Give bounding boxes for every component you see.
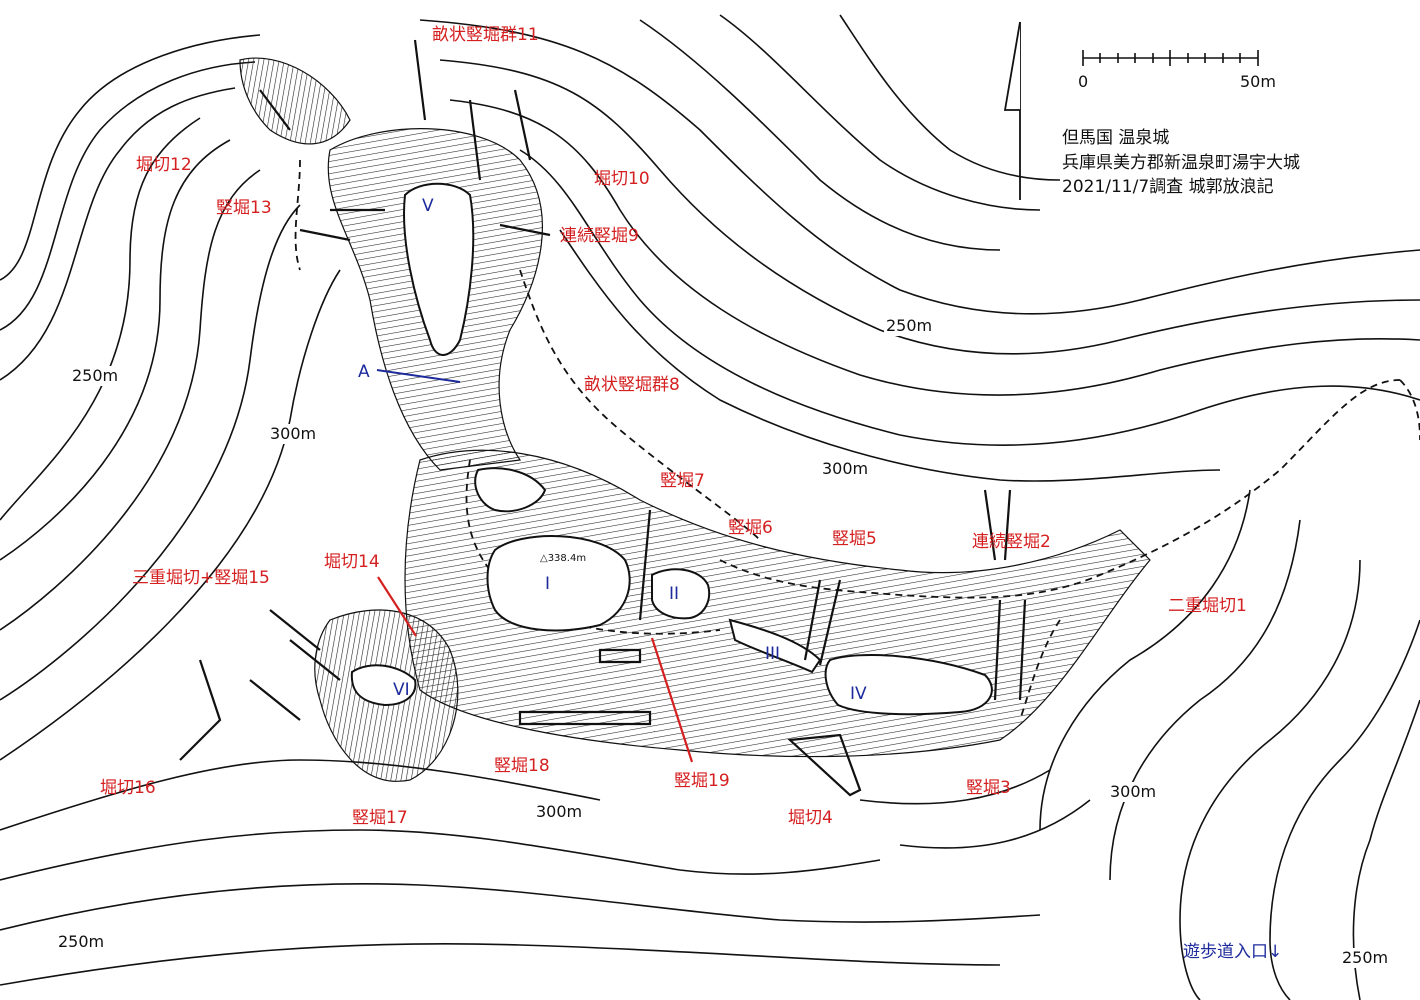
elevation-label-300-north: 300m	[820, 459, 871, 479]
peak-elevation: △338.4m	[540, 553, 587, 564]
label-f5: 竪堀5	[832, 529, 877, 549]
north-arrow-icon	[1003, 21, 1021, 200]
enclosure-iii-outline	[728, 618, 822, 674]
label-f19: 竪堀19	[674, 771, 730, 791]
enclosure-vi-outline	[350, 664, 417, 707]
label-f18: 竪堀18	[494, 756, 550, 776]
label-f6: 竪堀6	[728, 518, 773, 538]
trail-entrance-label: 遊歩道入口↓	[1183, 942, 1283, 962]
label-f3: 竪堀3	[966, 778, 1011, 798]
scale-bar	[1082, 50, 1259, 66]
info-survey: 2021/11/7調査 城郭放浪記	[1062, 177, 1274, 197]
label-f11: 畝状竪堀群11	[432, 25, 539, 45]
enclosures	[350, 182, 993, 716]
point-label-a: A	[358, 362, 370, 382]
label-f13: 竪堀13	[216, 198, 272, 218]
enclosure-label-ii: II	[669, 584, 680, 604]
label-f1: 二重堀切1	[1168, 596, 1247, 616]
leader-line-f19	[650, 637, 694, 763]
enclosure-ii-outline	[651, 568, 710, 620]
elevation-label-300-east: 300m	[1108, 782, 1159, 802]
label-f16: 堀切16	[100, 778, 156, 798]
elevation-label-250-southwest: 250m	[56, 932, 107, 952]
elevation-label-250-east: 250m	[884, 316, 935, 336]
enclosure-label-v: V	[422, 196, 434, 216]
scale-zero: 0	[1078, 72, 1089, 91]
leader-line-a	[376, 369, 461, 383]
map-info: 但馬国 温泉城 兵庫県美方郡新温泉町湯宇大城 2021/11/7調査 城郭放浪記	[1062, 126, 1300, 200]
enclosure-iv-outline	[824, 654, 993, 716]
label-f4: 堀切4	[788, 808, 833, 828]
elevation-label-300-south: 300m	[534, 802, 585, 822]
label-f7: 竪堀7	[660, 471, 705, 491]
trenches	[179, 39, 1027, 797]
leader-line-f14	[377, 576, 417, 637]
label-f9: 連続竪堀9	[560, 226, 639, 246]
scale-end: 50m	[1240, 72, 1276, 91]
enclosure-label-i: I	[545, 574, 551, 594]
label-f2: 連続竪堀2	[972, 532, 1051, 552]
elevation-label-300-west: 300m	[268, 424, 319, 444]
enclosure-small-outline	[474, 467, 547, 513]
enclosure-i-outline	[486, 535, 631, 632]
contour-lines	[0, 14, 1420, 1000]
info-title: 但馬国 温泉城	[1062, 128, 1170, 148]
info-location: 兵庫県美方郡新温泉町湯宇大城	[1062, 152, 1300, 173]
label-f17: 竪堀17	[352, 808, 408, 828]
label-f12: 堀切12	[136, 155, 192, 175]
enclosure-label-iv: IV	[850, 684, 867, 704]
enclosure-label-vi: VI	[393, 680, 410, 700]
enclosure-v-outline	[403, 182, 475, 356]
elevation-label-250-southeast: 250m	[1340, 948, 1391, 968]
label-f10: 堀切10	[594, 169, 650, 189]
enclosure-label-iii: III	[765, 644, 781, 664]
label-f14: 堀切14	[324, 552, 380, 572]
label-f8: 畝状竪堀群8	[584, 375, 680, 395]
elevation-label-250-west: 250m	[70, 366, 121, 386]
label-f15: 三重堀切+竪堀15	[132, 568, 270, 588]
